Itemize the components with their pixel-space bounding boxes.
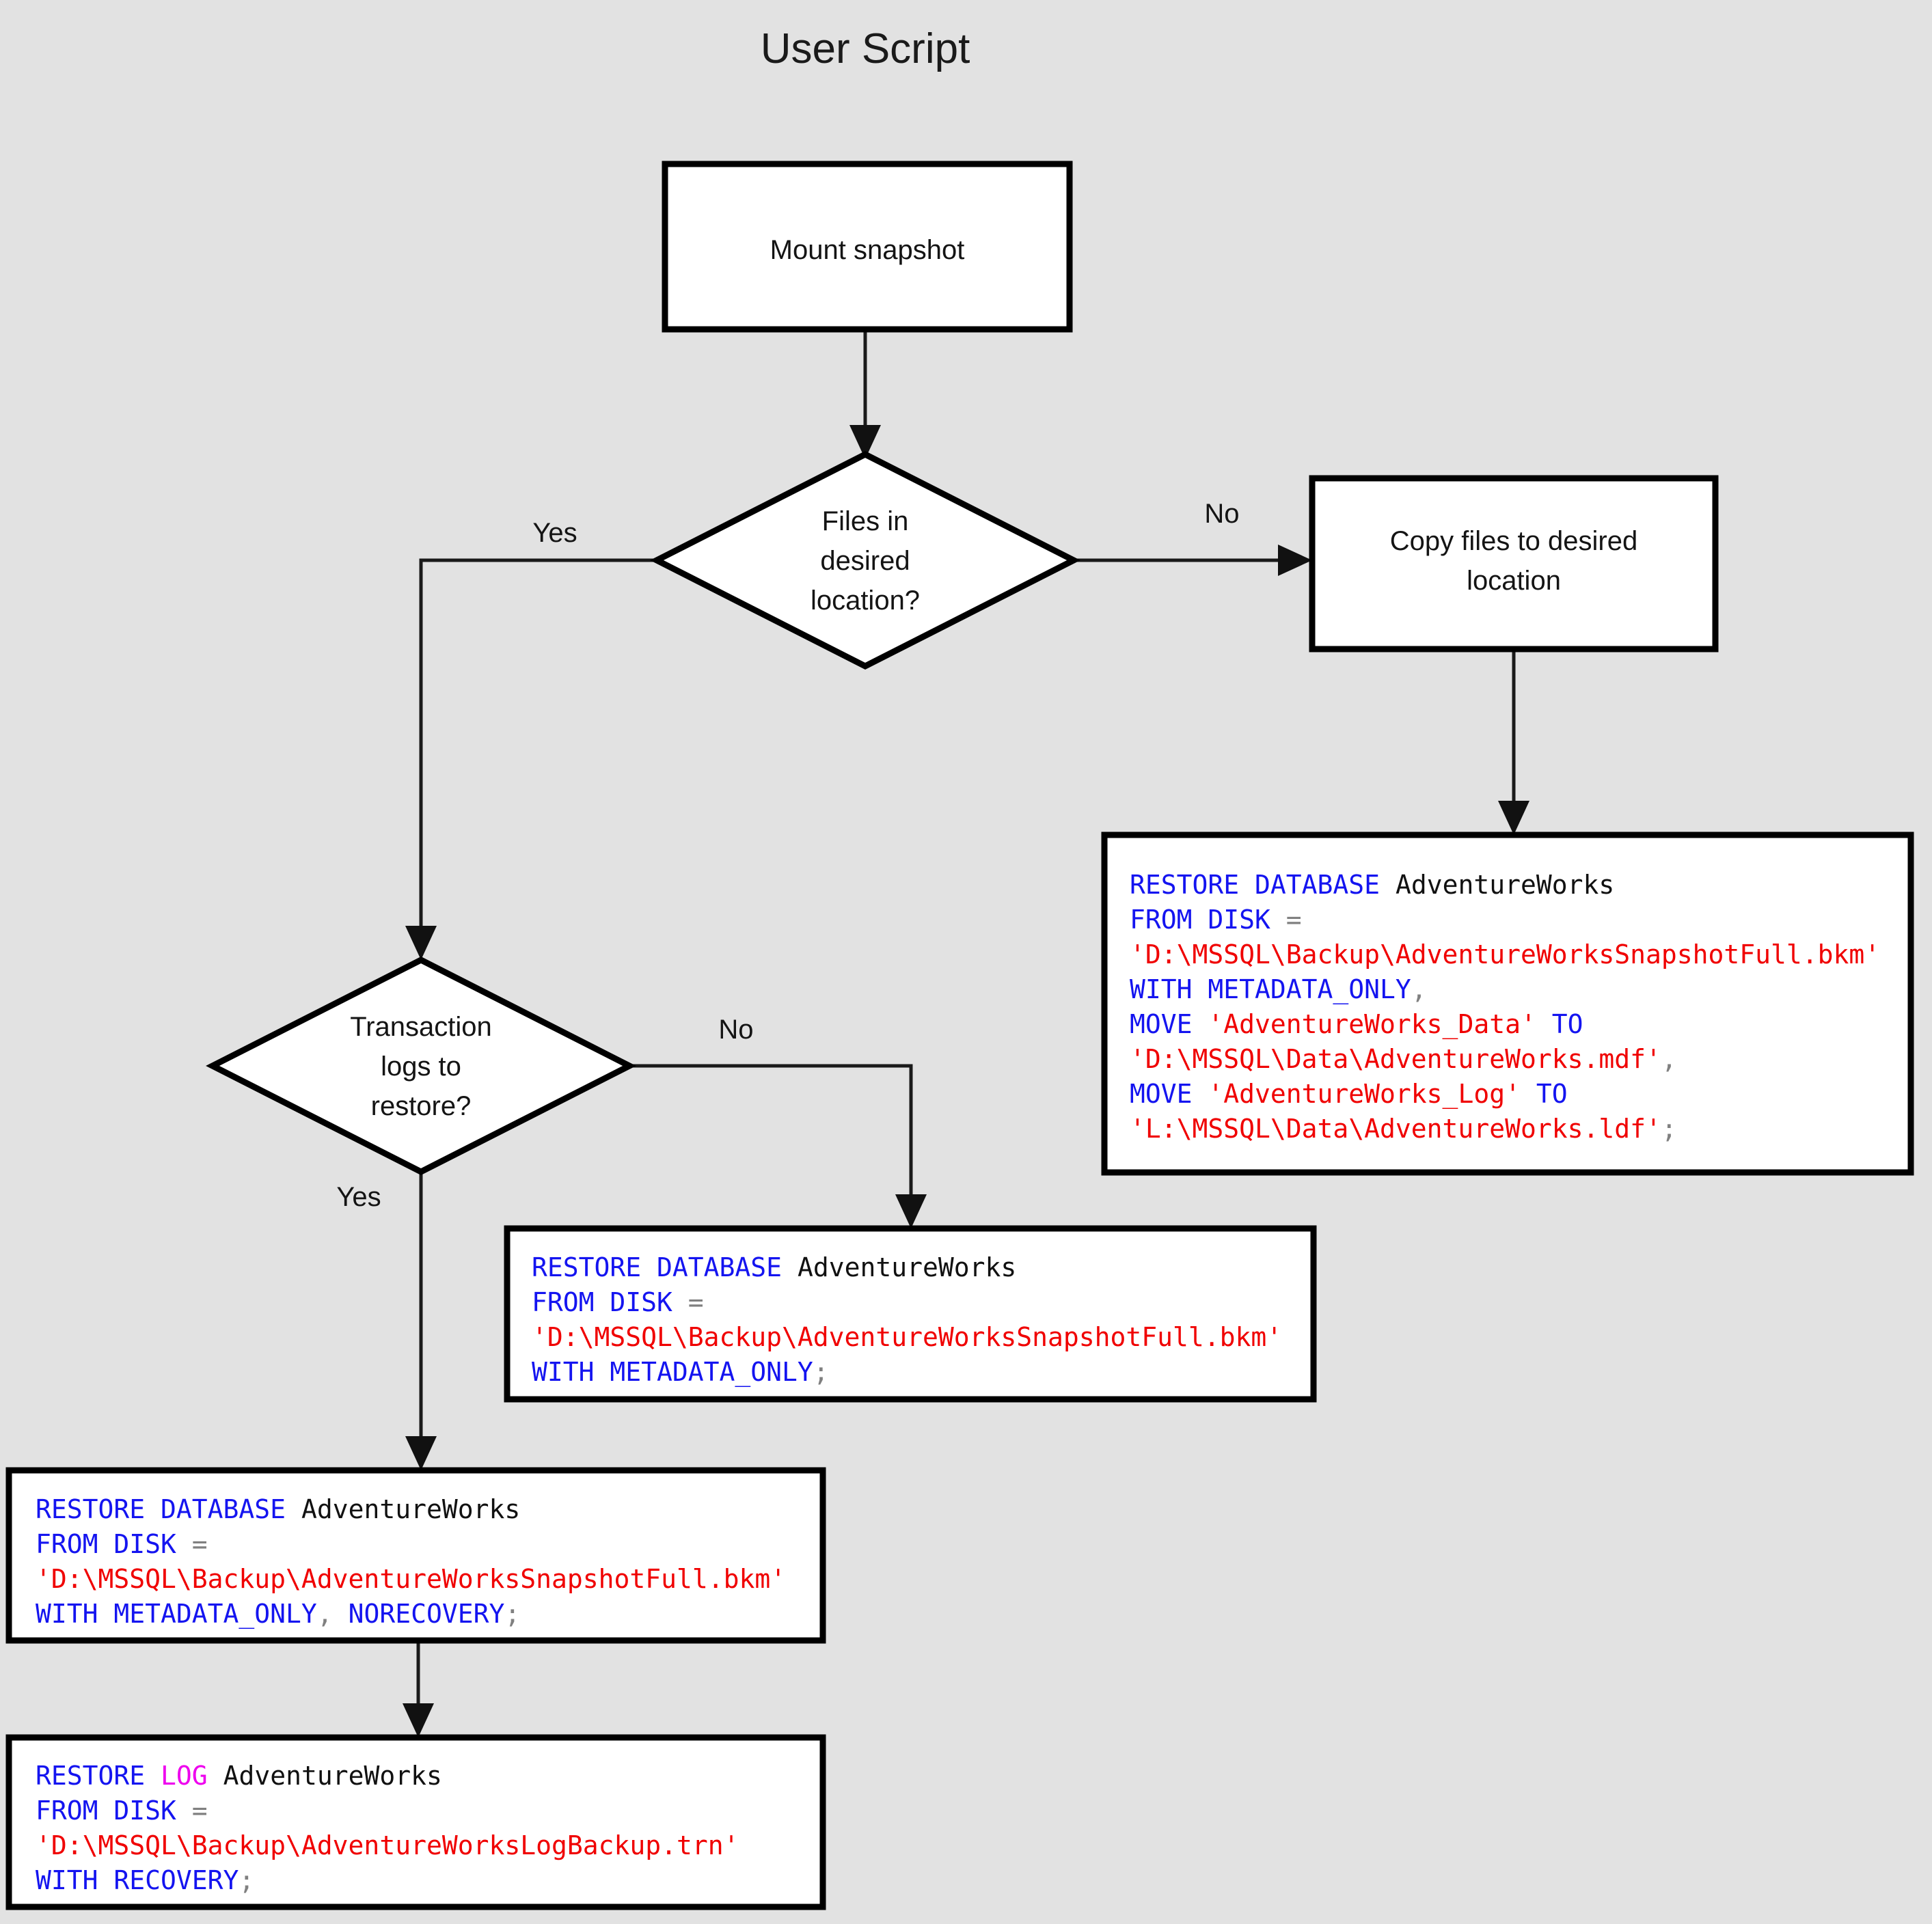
svg-text:WITH METADATA_ONLY;: WITH METADATA_ONLY;: [532, 1357, 829, 1388]
node-mount-snapshot[interactable]: Mount snapshot: [662, 161, 1073, 333]
edge-logs-yes-to-restore-norecovery: [405, 1172, 437, 1470]
svg-text:'D:\MSSQL\Backup\AdventureWork: 'D:\MSSQL\Backup\AdventureWorksLogBackup…: [36, 1830, 739, 1860]
edge-label-files-no: No: [1204, 499, 1239, 529]
edge-label-logs-yes: Yes: [336, 1182, 381, 1212]
edge-logs-no-to-restore-metadata-only: [629, 1064, 927, 1228]
svg-text:WITH RECOVERY;: WITH RECOVERY;: [36, 1865, 254, 1895]
svg-text:FROM DISK =: FROM DISK =: [36, 1529, 208, 1559]
svg-text:'D:\MSSQL\Backup\AdventureWork: 'D:\MSSQL\Backup\AdventureWorksSnapshotF…: [36, 1564, 786, 1594]
svg-text:FROM DISK =: FROM DISK =: [36, 1796, 208, 1826]
node-logs-decision-line1: Transaction: [350, 1012, 492, 1042]
edge-label-logs-no: No: [718, 1015, 753, 1045]
svg-text:'D:\MSSQL\Backup\AdventureWork: 'D:\MSSQL\Backup\AdventureWorksSnapshotF…: [1130, 939, 1880, 970]
node-files-decision-line2: desired: [820, 546, 910, 576]
edge-copy-files-to-restore-with-move: [1498, 649, 1529, 835]
node-logs-decision-line2: logs to: [381, 1052, 461, 1082]
svg-text:FROM DISK =: FROM DISK =: [532, 1287, 704, 1317]
svg-text:WITH METADATA_ONLY,: WITH METADATA_ONLY,: [1130, 974, 1427, 1005]
svg-text:MOVE 'AdventureWorks_Data' TO: MOVE 'AdventureWorks_Data' TO: [1130, 1009, 1583, 1040]
edge-files-no-to-copy-files: [1074, 545, 1312, 576]
svg-text:WITH METADATA_ONLY, NORECOVERY: WITH METADATA_ONLY, NORECOVERY;: [36, 1599, 520, 1630]
edge-norecovery-to-restore-log: [403, 1640, 434, 1737]
node-files-in-desired-location-decision[interactable]: Files in desired location?: [650, 450, 1080, 670]
svg-text:MOVE 'AdventureWorks_Log' TO: MOVE 'AdventureWorks_Log' TO: [1130, 1079, 1568, 1110]
node-copy-files-line1: Copy files to desired: [1390, 526, 1637, 556]
page-title: User Script: [761, 25, 970, 72]
node-files-decision-line1: Files in: [822, 506, 909, 536]
node-logs-decision-line3: restore?: [371, 1091, 472, 1121]
node-copy-files-line2: location: [1467, 566, 1561, 596]
node-copy-files-to-desired-location[interactable]: Copy files to desired location: [1309, 475, 1719, 652]
node-files-decision-line3: location?: [811, 586, 920, 616]
svg-text:'D:\MSSQL\Backup\AdventureWork: 'D:\MSSQL\Backup\AdventureWorksSnapshotF…: [532, 1322, 1282, 1352]
edge-label-files-yes: Yes: [532, 518, 577, 548]
svg-text:RESTORE DATABASE AdventureWork: RESTORE DATABASE AdventureWorks: [532, 1252, 1016, 1282]
node-transaction-logs-decision[interactable]: Transaction logs to restore?: [206, 956, 636, 1176]
svg-text:RESTORE DATABASE AdventureWork: RESTORE DATABASE AdventureWorks: [36, 1494, 520, 1524]
svg-text:RESTORE LOG AdventureWorks: RESTORE LOG AdventureWorks: [36, 1761, 442, 1791]
edge-files-yes-to-logs-decision: [405, 558, 657, 960]
svg-text:'D:\MSSQL\Data\AdventureWorks.: 'D:\MSSQL\Data\AdventureWorks.mdf',: [1130, 1044, 1677, 1074]
svg-text:FROM DISK =: FROM DISK =: [1130, 905, 1302, 935]
edge-mount-to-files-decision: [849, 329, 881, 459]
svg-text:RESTORE DATABASE AdventureWork: RESTORE DATABASE AdventureWorks: [1130, 870, 1614, 900]
svg-text:'L:\MSSQL\Data\AdventureWorks.: 'L:\MSSQL\Data\AdventureWorks.ldf';: [1130, 1114, 1677, 1144]
node-mount-snapshot-label: Mount snapshot: [770, 235, 965, 265]
